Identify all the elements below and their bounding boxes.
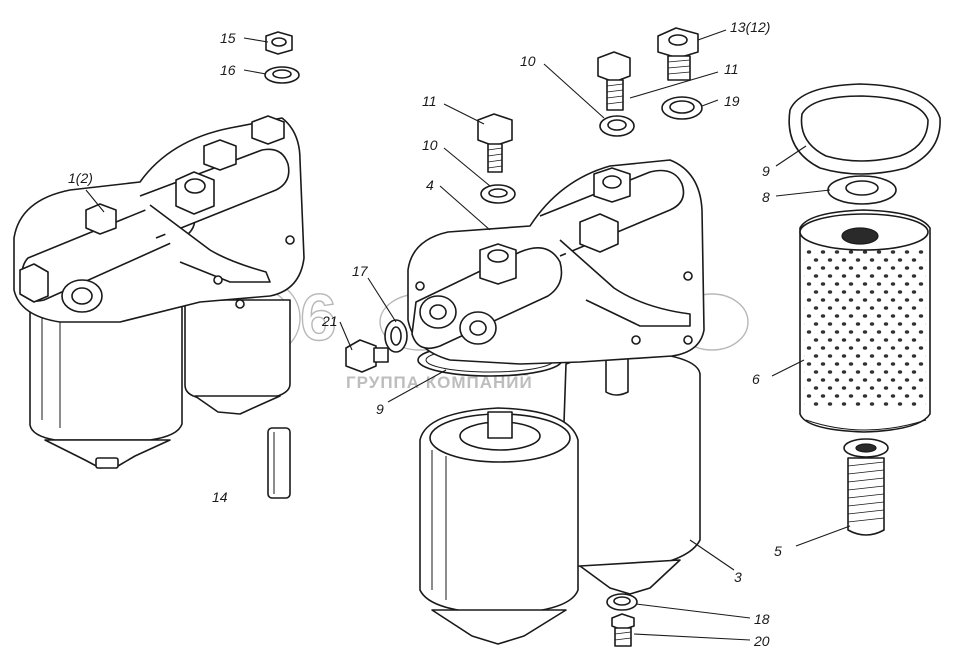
label-8: 8 — [762, 189, 770, 205]
label-14: 14 — [212, 489, 228, 505]
label-10-a: 10 — [422, 137, 438, 153]
plug-20 — [611, 613, 635, 647]
gasket-9-right — [788, 83, 941, 175]
watermark-text: ГРУППА КОМПАНИЙ — [346, 373, 533, 392]
washer-10-a — [480, 184, 516, 204]
fitting-13-12 — [657, 27, 699, 81]
filter-housing-center — [407, 159, 705, 645]
label-19: 19 — [724, 93, 740, 109]
washer-19 — [661, 96, 703, 120]
bolt-11-b — [597, 51, 631, 111]
washer-10-b — [599, 115, 635, 137]
bolt-11-a — [477, 113, 513, 173]
filter-element-6 — [799, 209, 931, 433]
label-21: 21 — [321, 313, 338, 329]
label-9-right: 9 — [762, 163, 770, 179]
label-11-b: 11 — [724, 61, 739, 77]
washer-18 — [606, 593, 638, 611]
label-18: 18 — [754, 611, 770, 627]
label-16: 16 — [220, 62, 236, 78]
svg-text:6: 6 — [300, 280, 337, 354]
washer-17 — [384, 319, 408, 353]
label-10-b: 10 — [520, 53, 536, 69]
washer-16 — [264, 66, 300, 84]
label-11-a: 11 — [422, 93, 437, 109]
pin-14 — [267, 427, 291, 499]
label-9-left: 9 — [376, 401, 384, 417]
washer-8 — [827, 175, 897, 205]
plug-21 — [345, 339, 389, 373]
label-3: 3 — [734, 569, 742, 585]
leader-lines — [85, 29, 851, 641]
label-20: 20 — [753, 633, 770, 649]
label-5: 5 — [774, 543, 782, 559]
spring-5 — [843, 438, 889, 536]
assembled-filter-left — [13, 115, 305, 469]
label-1-2: 1(2) — [68, 170, 93, 186]
watermark-logo: 6 — [223, 279, 749, 357]
label-4: 4 — [426, 177, 434, 193]
label-15: 15 — [220, 30, 236, 46]
label-13-12: 13(12) — [730, 19, 770, 35]
label-6: 6 — [752, 371, 760, 387]
nut-15 — [265, 31, 293, 55]
label-17: 17 — [352, 263, 369, 279]
